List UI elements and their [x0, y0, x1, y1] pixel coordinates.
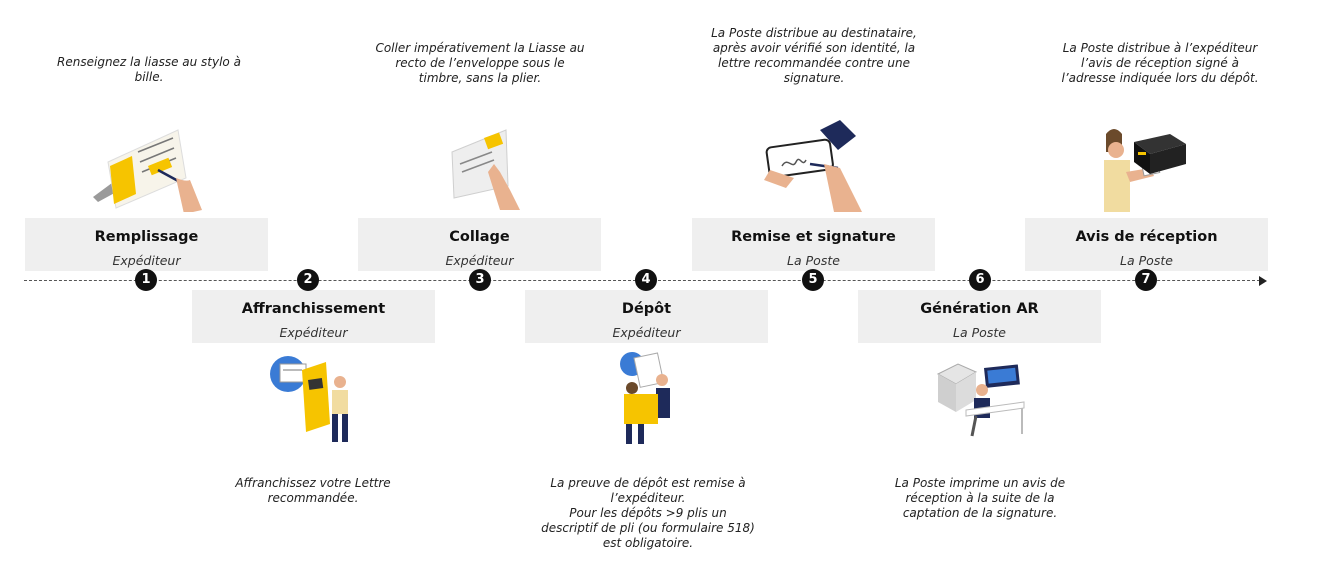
- post-counter-icon: [612, 350, 682, 450]
- step-2-number: 2: [297, 269, 319, 291]
- step-3-title: Collage: [449, 229, 510, 245]
- stamp-machine-icon: [268, 352, 358, 451]
- step-1-title: Remplissage: [94, 229, 199, 245]
- step-2-role: Expéditeur: [279, 325, 348, 340]
- step-7-box: Avis de réception La Poste: [1025, 218, 1268, 271]
- step-1-role: Expéditeur: [112, 253, 181, 268]
- step-3-role: Expéditeur: [445, 253, 514, 268]
- step-6-title: Génération AR: [920, 301, 1039, 317]
- step-5-title: Remise et signature: [731, 229, 896, 245]
- step-7-number: 7: [1135, 269, 1157, 291]
- step-2-title: Affranchissement: [241, 301, 386, 317]
- step-4-box: Dépôt Expéditeur: [525, 290, 768, 343]
- step-7-title: Avis de réception: [1075, 229, 1218, 245]
- office-printer-icon: [936, 356, 1028, 442]
- step-6-number: 6: [969, 269, 991, 291]
- mailbox-icon: [1098, 124, 1188, 216]
- step-4-title: Dépôt: [621, 301, 672, 317]
- step-3-box: Collage Expéditeur: [358, 218, 601, 271]
- step-3-number: 3: [469, 269, 491, 291]
- envelope-sticking-icon: [448, 124, 528, 216]
- step-4-number: 4: [635, 269, 657, 291]
- step-5-description: La Poste distribue au destinataire,après…: [711, 26, 917, 85]
- step-4-role: Expéditeur: [612, 325, 681, 340]
- step-6-role: La Poste: [953, 325, 1006, 340]
- step-5-box: Remise et signature La Poste: [692, 218, 935, 271]
- step-2-box: Affranchissement Expéditeur: [192, 290, 435, 343]
- form-filling-icon: [88, 122, 208, 216]
- phone-signature-icon: [762, 120, 866, 216]
- timeline-arrowhead: [1259, 276, 1267, 286]
- step-5-role: La Poste: [787, 253, 840, 268]
- step-5-number: 5: [802, 269, 824, 291]
- step-1-number: 1: [135, 269, 157, 291]
- step-6-box: Génération AR La Poste: [858, 290, 1101, 343]
- step-1-box: Remplissage Expéditeur: [25, 218, 268, 271]
- step-7-role: La Poste: [1120, 253, 1173, 268]
